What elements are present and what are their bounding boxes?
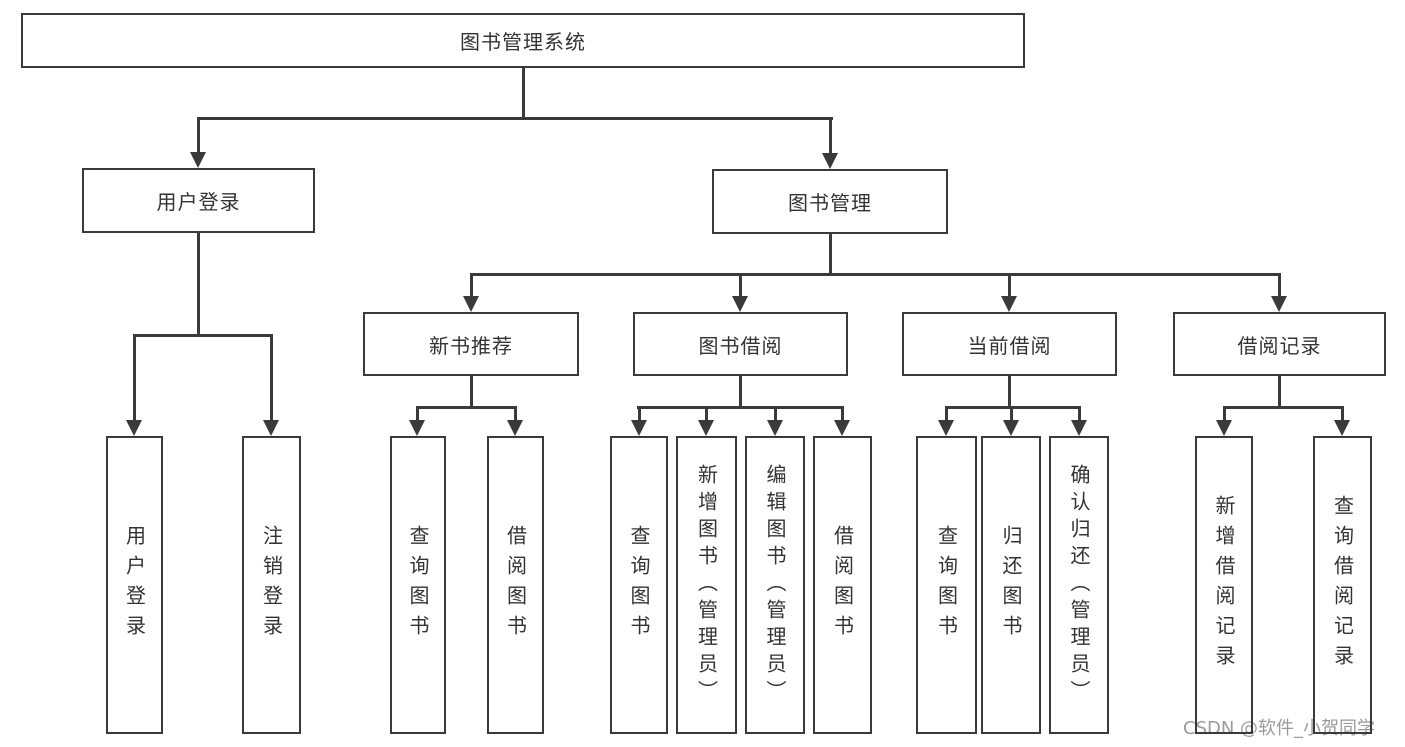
node-label: 图书管理 [788,191,872,215]
node-label: 确认归还（管理员） [1067,463,1091,707]
connector-drop-leaf [638,406,641,422]
connector-user-login-rail [133,334,273,337]
node-label: 用户登录 [122,525,147,645]
connector-drop-leaf [1341,406,1344,422]
connector-root-stem [522,68,525,119]
connector-current-stem [1008,376,1011,409]
connector-drop-leaf [1078,406,1081,422]
node-label: 借阅图书 [503,525,528,645]
leaf-current-confirm-return: 确认归还（管理员） [1049,436,1109,734]
connector-records-rail [1223,406,1344,409]
arrow-down-icon [507,420,523,436]
connector-drop-book-borrow [739,273,742,298]
arrow-down-icon [1271,296,1287,312]
connector-drop-leaf [841,406,844,422]
connector-records-stem [1278,376,1281,409]
connector-drop-logout [270,334,273,424]
node-label: 用户登录 [156,190,241,214]
arrow-down-icon [631,420,647,436]
node-new-book-recommend: 新书推荐 [363,312,579,376]
node-library-system: 图书管理系统 [21,13,1025,68]
node-label: 图书管理系统 [460,30,586,54]
node-borrow-records: 借阅记录 [1173,312,1386,376]
connector-level1-rail [197,117,833,120]
connector-drop-leaf [1223,406,1226,422]
arrow-down-icon [190,152,206,168]
node-label: 借阅图书 [830,525,855,645]
leaf-borrow-add-book: 新增图书（管理员） [676,436,737,734]
connector-drop-user-login [197,117,200,153]
connector-borrow-rail [637,406,844,409]
arrow-down-icon [263,420,279,436]
node-label: 查询图书 [627,525,651,645]
node-label: 借阅记录 [1237,333,1322,358]
leaf-recommend-query-book: 查询图书 [390,436,446,734]
connector-drop-leaf [1010,406,1013,422]
connector-drop-new-book-recommend [470,273,473,298]
leaf-borrow-borrow-book: 借阅图书 [813,436,872,734]
node-label: 新增借阅记录 [1212,495,1236,675]
arrow-down-icon [409,420,425,436]
arrow-down-icon [1071,420,1087,436]
node-book-management: 图书管理 [712,169,948,234]
connector-borrow-stem [739,376,742,409]
arrow-down-icon [732,296,748,312]
connector-drop-borrow-records [1278,273,1281,298]
connector-recommend-rail [416,406,517,409]
arrow-down-icon [126,420,142,436]
node-label: 当前借阅 [967,333,1052,358]
connector-drop-leaf [705,406,708,422]
arrow-down-icon [822,153,838,169]
arrow-down-icon [1216,420,1232,436]
arrow-down-icon [1001,296,1017,312]
node-user-login: 用户登录 [82,168,315,233]
arrow-down-icon [834,420,850,436]
watermark-text: CSDN @软件_小贺同学 [1183,718,1376,739]
connector-user-login-stem [197,233,200,336]
leaf-user-login: 用户登录 [106,436,163,734]
connector-level2-rail [470,273,1280,276]
node-book-borrow: 图书借阅 [633,312,848,376]
connector-book-management-stem [829,234,832,275]
node-label: 查询借阅记录 [1330,495,1355,675]
node-label: 归还图书 [999,525,1023,645]
connector-drop-login [133,334,136,424]
node-label: 新书推荐 [429,333,513,358]
leaf-current-return-book: 归还图书 [981,436,1041,734]
leaf-borrow-edit-book: 编辑图书（管理员） [745,436,805,734]
connector-drop-leaf [416,406,419,422]
leaf-borrow-query-book: 查询图书 [610,436,668,734]
leaf-records-add-record: 新增借阅记录 [1195,436,1253,734]
connector-recommend-stem [470,376,473,409]
leaf-current-query-book: 查询图书 [916,436,977,734]
arrow-down-icon [767,420,783,436]
arrow-down-icon [463,296,479,312]
arrow-down-icon [938,420,954,436]
node-label: 新增图书（管理员） [694,463,719,707]
node-current-borrow: 当前借阅 [902,312,1117,376]
leaf-records-query-record: 查询借阅记录 [1313,436,1372,734]
connector-drop-leaf [945,406,948,422]
node-label: 注销登录 [259,525,284,645]
connector-drop-book-management [829,117,832,154]
connector-current-rail [945,406,1081,409]
leaf-recommend-borrow-book: 借阅图书 [487,436,544,734]
connector-drop-current-borrow [1008,273,1011,298]
connector-drop-leaf [774,406,777,422]
arrow-down-icon [1334,420,1350,436]
node-label: 查询图书 [406,525,430,645]
arrow-down-icon [698,420,714,436]
node-label: 编辑图书（管理员） [763,463,787,707]
connector-drop-leaf [514,406,517,422]
arrow-down-icon [1003,420,1019,436]
node-label: 查询图书 [934,525,959,645]
leaf-logout: 注销登录 [242,436,301,734]
node-label: 图书借阅 [698,333,783,358]
